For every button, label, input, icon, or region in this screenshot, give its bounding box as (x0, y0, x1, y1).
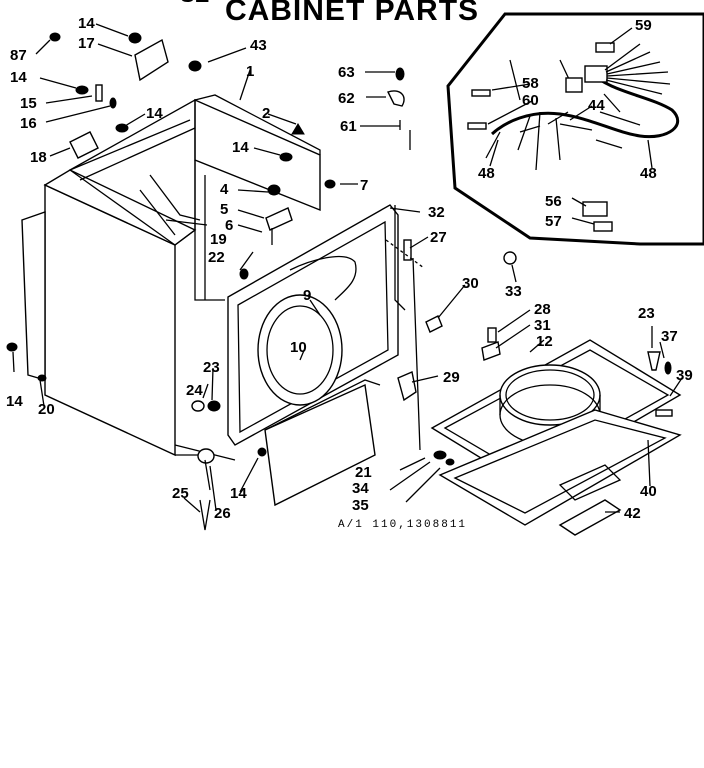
callout-19: 19 (210, 231, 227, 248)
callout-43: 43 (250, 37, 267, 54)
callout-23b: 23 (203, 359, 220, 376)
callout-87: 87 (10, 47, 27, 64)
callout-42: 42 (624, 505, 641, 522)
callout-1: 1 (246, 63, 254, 80)
callout-4: 4 (220, 181, 229, 198)
lid (438, 409, 682, 526)
callout-6: 6 (225, 217, 233, 234)
small-hardware (6, 32, 673, 531)
callout-58: 58 (522, 75, 539, 92)
callout-14d: 14 (232, 139, 249, 156)
callout-40: 40 (640, 483, 657, 500)
callout-12: 12 (536, 333, 553, 350)
callout-61: 61 (340, 118, 357, 135)
callout-2: 2 (262, 105, 270, 122)
toe-panel (264, 379, 381, 507)
callout-7: 7 (360, 177, 368, 194)
callout-34: 34 (352, 480, 369, 497)
callout-14e: 14 (6, 393, 23, 410)
callout-63: 63 (338, 64, 355, 81)
callout-22: 22 (208, 249, 225, 266)
callout-18: 18 (30, 149, 47, 166)
callout-39: 39 (676, 367, 693, 384)
callout-29: 29 (443, 369, 460, 386)
callout-62: 62 (338, 90, 355, 107)
callout-15: 15 (20, 95, 37, 112)
callout-30: 30 (462, 275, 479, 292)
callout-48a: 48 (478, 165, 495, 182)
callout-60: 60 (522, 92, 539, 109)
callout-5: 5 (220, 201, 228, 218)
callout-17: 17 (78, 35, 95, 52)
callout-26: 26 (214, 505, 231, 522)
callout-48b: 48 (640, 165, 657, 182)
callout-23a: 23 (638, 305, 655, 322)
callout-44: 44 (588, 97, 605, 114)
callout-24: 24 (186, 382, 203, 399)
callout-25: 25 (172, 485, 189, 502)
top-panel (430, 339, 682, 486)
callout-35: 35 (352, 497, 369, 514)
callout-28: 28 (534, 301, 551, 318)
callout-31: 31 (534, 317, 551, 334)
callout-27: 27 (430, 229, 447, 246)
callout-14c: 14 (146, 105, 163, 122)
diagram-title: CABINET PARTS (224, 0, 480, 27)
callout-21: 21 (355, 464, 372, 481)
callout-37: 37 (661, 328, 678, 345)
callout-labels: 14 87 17 14 15 16 14 18 43 1 2 14 63 62 … (6, 15, 693, 522)
callout-32: 32 (428, 204, 445, 221)
callout-57: 57 (545, 213, 562, 230)
callout-9: 9 (303, 287, 311, 304)
part-number-code: A/1 110,1308811 (338, 519, 468, 531)
wiring-harness-inset (446, 12, 704, 246)
callout-14a: 14 (78, 15, 95, 32)
callout-33: 33 (505, 283, 522, 300)
callout-16: 16 (20, 115, 37, 132)
callout-56: 56 (545, 193, 562, 210)
callout-10: 10 (290, 339, 307, 356)
callout-59: 59 (635, 17, 652, 34)
callout-14f: 14 (230, 485, 247, 502)
callout-20: 20 (38, 401, 55, 418)
front-panel (227, 204, 399, 446)
part-42-handle (558, 499, 622, 536)
callout-14b: 14 (10, 69, 27, 86)
leader-lines (12, 23, 683, 513)
